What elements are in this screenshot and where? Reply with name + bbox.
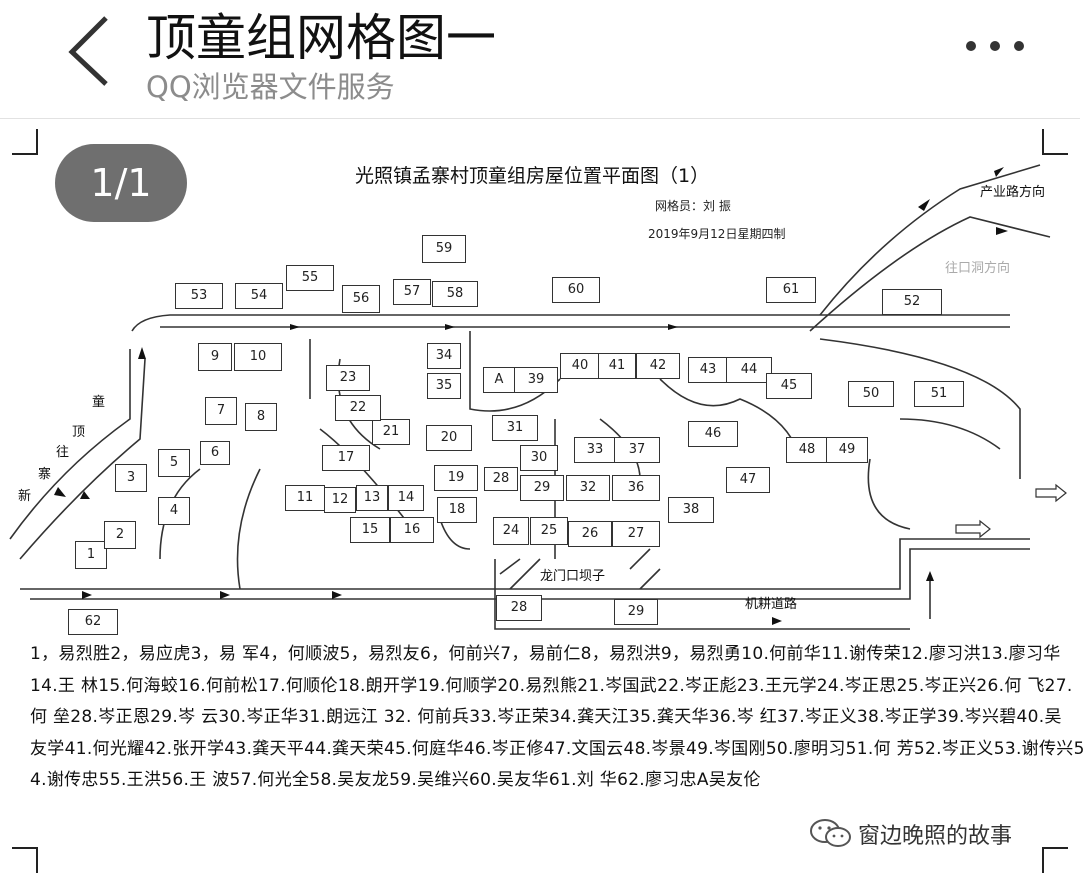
house-44: 44 — [726, 357, 772, 383]
house-2: 2 — [104, 521, 136, 549]
map-title: 光照镇孟寨村顶童组房屋位置平面图（1） — [355, 165, 710, 187]
wechat-icon — [810, 819, 851, 847]
house-43: 43 — [688, 357, 728, 383]
house-32: 32 — [566, 475, 610, 501]
legend-line: 1，易烈胜2，易应虎3，易 军4，何顺波5，易烈友6，何前兴7，易前仁8，易烈洪… — [30, 644, 1061, 664]
house-46: 46 — [688, 421, 738, 447]
direction-label-industrial-road: 产业路方向 — [980, 185, 1046, 200]
house-52: 52 — [882, 289, 942, 315]
house-9: 9 — [198, 343, 232, 371]
house-24: 24 — [493, 517, 529, 545]
house-58: 58 — [432, 281, 478, 307]
more-options-icon[interactable] — [960, 30, 1030, 62]
resident-legend: 1，易烈胜2，易应虎3，易 军4，何顺波5，易烈友6，何前兴7，易前仁8，易烈洪… — [30, 639, 1085, 797]
house-14: 14 — [388, 485, 424, 511]
page-subtitle: QQ浏览器文件服务 — [146, 70, 395, 104]
house-50: 50 — [848, 381, 894, 407]
house-18: 18 — [437, 497, 477, 523]
house-48: 48 — [786, 437, 828, 463]
house-6: 6 — [200, 441, 230, 465]
place-label-tractor-road: 机耕道路 — [745, 597, 798, 612]
page-title: 顶童组网格图一 — [146, 9, 496, 67]
house-11: 11 — [285, 485, 325, 511]
house-13: 13 — [356, 485, 388, 511]
crop-mark — [12, 129, 38, 155]
crop-mark — [1042, 847, 1068, 873]
legend-line: 友学41.何光耀42.张开学43.龚天平44.龚天荣45.何庭华46.岑正修47… — [30, 738, 1085, 759]
house-57: 57 — [393, 279, 431, 305]
house-38: 38 — [668, 497, 714, 523]
house-12: 12 — [324, 487, 356, 513]
house-23: 23 — [326, 365, 370, 391]
house-39: 39 — [514, 367, 558, 393]
house-22: 22 — [335, 395, 381, 421]
house-4: 4 — [158, 497, 190, 525]
house-34: 34 — [427, 343, 461, 369]
house-8: 8 — [245, 403, 277, 431]
house-16: 16 — [390, 517, 434, 543]
house-45: 45 — [766, 373, 812, 399]
house-30: 30 — [520, 445, 558, 471]
house-21: 21 — [372, 419, 410, 445]
house-1: 1 — [75, 541, 107, 569]
road-label-char: 顶 — [72, 425, 86, 440]
road-label-char: 往 — [56, 445, 70, 460]
crop-mark — [12, 847, 38, 873]
house-49: 49 — [826, 437, 868, 463]
house-54: 54 — [235, 283, 283, 309]
legend-line: 何 垒28.岑正恩29.岑 云30.岑正华31.朗远江 32. 何前兵33.岑正… — [30, 707, 1062, 727]
house-26: 26 — [568, 521, 612, 547]
page-indicator: 1/1 — [55, 144, 187, 222]
house-3: 3 — [115, 464, 147, 492]
house-41: 41 — [598, 353, 636, 379]
watermark-text: 窗边晚照的故事 — [858, 824, 1013, 849]
house-20: 20 — [426, 425, 472, 451]
house-29: 29 — [520, 475, 564, 501]
top-bar: 顶童组网格图一 QQ浏览器文件服务 — [0, 0, 1080, 119]
map-date: 2019年9月12日星期四制 — [648, 227, 786, 241]
house-42: 42 — [636, 353, 680, 379]
house-51: 51 — [914, 381, 964, 407]
house-28: 28 — [484, 467, 518, 491]
house-28-b: 28 — [496, 595, 542, 621]
house-17: 17 — [322, 445, 370, 471]
house-19: 19 — [434, 465, 478, 491]
legend-line: 14.王 林15.何海蛟16.何前松17.何顺伦18.朗开学19.何顺学20.易… — [30, 675, 1073, 696]
house-59: 59 — [422, 235, 466, 263]
house-53: 53 — [175, 283, 223, 309]
house-62: 62 — [68, 609, 118, 635]
place-label-longmenkou: 龙门口坝子 — [540, 569, 606, 584]
house-31: 31 — [492, 415, 538, 441]
house-56: 56 — [342, 285, 380, 313]
house-5: 5 — [158, 449, 190, 477]
house-47: 47 — [726, 467, 770, 493]
house-61: 61 — [766, 277, 816, 303]
house-55: 55 — [286, 265, 334, 291]
house-25: 25 — [530, 517, 568, 545]
legend-line: 4.谢传忠55.王洪56.王 波57.何光全58.吴友龙59.吴维兴60.吴友华… — [30, 770, 761, 790]
grid-staff-label: 网格员：刘 振 — [655, 199, 731, 213]
house-33: 33 — [574, 437, 616, 463]
direction-label-area: 往口洞方向 — [945, 261, 1011, 276]
house-15: 15 — [350, 517, 390, 543]
house-7: 7 — [205, 397, 237, 425]
road-label-char: 新 — [18, 489, 32, 504]
house-37: 37 — [614, 437, 660, 463]
house-A: A — [483, 367, 515, 393]
house-36: 36 — [612, 475, 660, 501]
house-35: 35 — [427, 373, 461, 399]
road-label-char: 寨 — [38, 467, 52, 482]
map-drawing — [9, 164, 1067, 630]
back-arrow-icon[interactable] — [62, 14, 118, 86]
house-10: 10 — [234, 343, 282, 371]
road-label-char: 童 — [92, 395, 106, 410]
house-40: 40 — [560, 353, 600, 379]
document-viewer[interactable]: 1/1 光照镇孟寨村顶童组房屋位置平面图（1） 网格员：刘 振 2019年9月1… — [0, 119, 1085, 883]
house-27: 27 — [612, 521, 660, 547]
crop-mark — [1042, 129, 1068, 155]
house-29-b: 29 — [614, 599, 658, 625]
house-60: 60 — [552, 277, 600, 303]
